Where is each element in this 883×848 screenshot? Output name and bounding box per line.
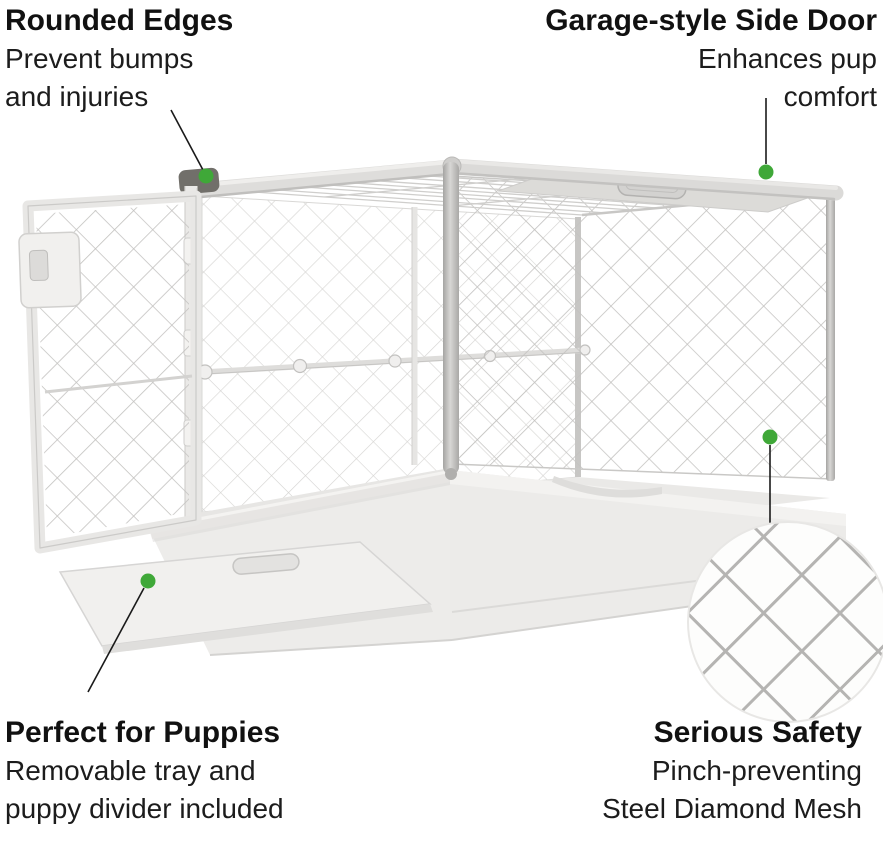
mesh-zoom-circle	[687, 521, 883, 723]
callout-title: Serious Safety	[653, 716, 862, 749]
callout-line: puppy divider included	[5, 793, 284, 824]
leader-lines	[87, 98, 771, 693]
callout-line: comfort	[783, 81, 877, 112]
callout-line: Enhances pup	[697, 43, 877, 74]
feature-dot-icon	[198, 168, 214, 184]
callout-puppies: Perfect for Puppies Removable tray and p…	[5, 714, 284, 828]
callout-rounded-edges: Rounded Edges Prevent bumps and injuries	[5, 2, 233, 116]
callout-line: Steel Diamond Mesh	[602, 793, 862, 824]
rear-post	[826, 197, 835, 481]
callout-line: Prevent bumps	[5, 43, 194, 74]
feature-dots	[140, 164, 778, 589]
callout-line: Removable tray and	[5, 755, 256, 786]
open-door	[18, 190, 202, 554]
callout-side-door: Garage-style Side Door Enhances pup comf…	[545, 2, 877, 116]
feature-dot-icon	[140, 573, 156, 589]
removable-tray	[58, 541, 433, 654]
feature-dot-icon	[758, 164, 774, 180]
door-latch	[18, 231, 82, 309]
callout-line: and injuries	[5, 81, 149, 112]
feature-dot-icon	[762, 429, 778, 445]
callout-title: Rounded Edges	[5, 4, 234, 37]
leader-line-rounded-edges	[170, 109, 204, 171]
callout-safety: Serious Safety Pinch-preventing Steel Di…	[602, 714, 862, 828]
callout-line: Pinch-preventing	[651, 755, 862, 786]
corner-bumper	[178, 167, 220, 195]
callout-title: Garage-style Side Door	[545, 4, 877, 37]
tray-handle-notch	[232, 553, 300, 575]
callout-title: Perfect for Puppies	[5, 716, 281, 749]
leader-line-puppies	[87, 587, 145, 693]
front-right-post	[443, 162, 459, 480]
